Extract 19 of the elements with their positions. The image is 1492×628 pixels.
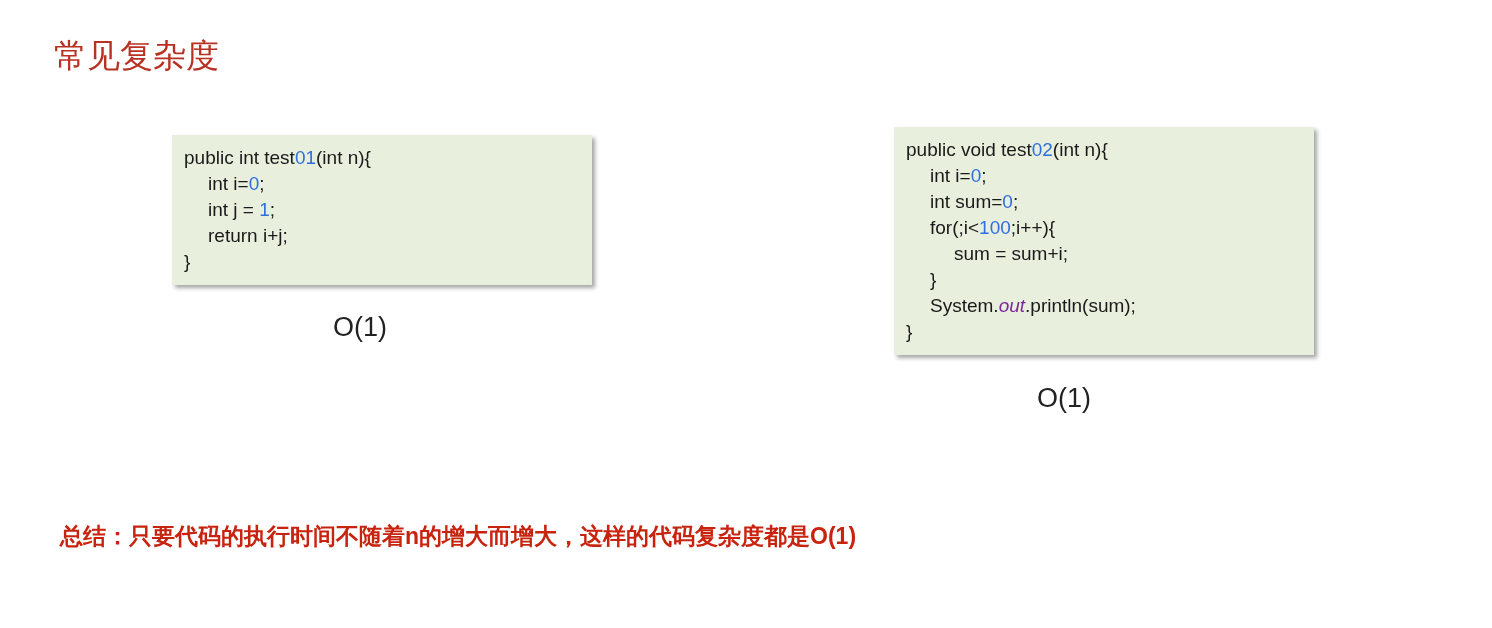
complexity-label: O(1) <box>333 312 387 343</box>
code-line: } <box>930 268 937 292</box>
code-line: public void test02(int n){ <box>906 138 1108 162</box>
code-block <box>172 135 592 285</box>
code-line: System.out.println(sum); <box>930 294 1136 318</box>
code-line: for(;i<100;i++){ <box>930 216 1056 240</box>
code-block <box>894 127 1314 355</box>
complexity-label: O(1) <box>1037 383 1091 414</box>
code-line: int i=0; <box>930 164 987 188</box>
slide-title: 常见复杂度 <box>54 36 219 76</box>
code-line: } <box>184 250 191 274</box>
code-line: int j = 1; <box>208 198 276 222</box>
summary-note: 总结：只要代码的执行时间不随着n的增大而增大，这样的代码复杂度都是O(1) <box>60 522 857 551</box>
code-line: int sum=0; <box>930 190 1019 214</box>
code-line: sum = sum+i; <box>954 242 1069 266</box>
code-line: int i=0; <box>208 172 265 196</box>
code-line: public int test01(int n){ <box>184 146 371 170</box>
code-line: } <box>906 320 913 344</box>
code-line: return i+j; <box>208 224 288 248</box>
